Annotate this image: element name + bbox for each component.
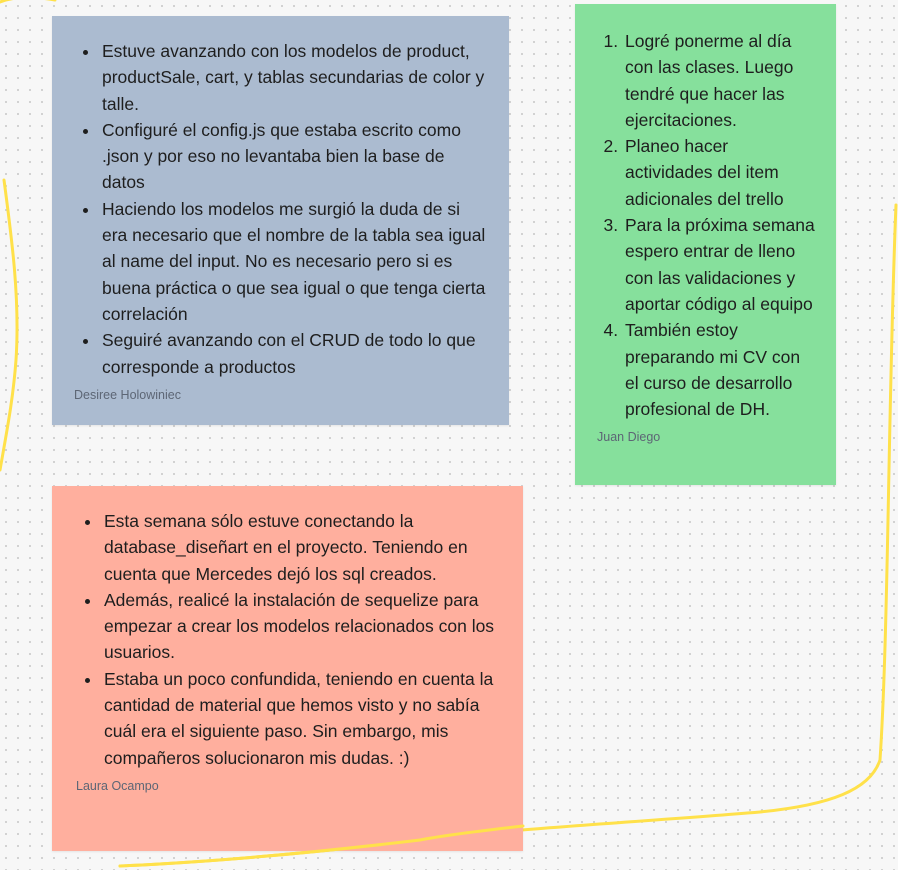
- sticky-note-desiree[interactable]: Estuve avanzando con los modelos de prod…: [52, 16, 509, 425]
- list-item: Seguiré avanzando con el CRUD de todo lo…: [100, 327, 487, 380]
- list-item: Estaba un poco confundida, teniendo en c…: [102, 666, 503, 771]
- marker-stroke-left: [0, 178, 19, 472]
- marker-stroke-top-left: [0, 0, 57, 4]
- list-item: Para la próxima semana espero entrar de …: [623, 212, 816, 317]
- list-item: Esta semana sólo estuve conectando la da…: [102, 508, 503, 587]
- sticky-note-laura[interactable]: Esta semana sólo estuve conectando la da…: [52, 486, 523, 851]
- sticky-note-juan-diego[interactable]: Logré ponerme al día con las clases. Lue…: [575, 4, 836, 485]
- bullet-list: Esta semana sólo estuve conectando la da…: [76, 508, 503, 771]
- list-item: Logré ponerme al día con las clases. Lue…: [623, 28, 816, 133]
- bullet-list: Estuve avanzando con los modelos de prod…: [74, 38, 487, 380]
- list-item: Estuve avanzando con los modelos de prod…: [100, 38, 487, 117]
- note-author: Laura Ocampo: [76, 778, 159, 793]
- list-item: Además, realicé la instalación de sequel…: [102, 587, 503, 666]
- list-item: También estoy preparando mi CV con el cu…: [623, 317, 816, 422]
- numbered-list: Logré ponerme al día con las clases. Lue…: [597, 28, 816, 422]
- list-item: Haciendo los modelos me surgió la duda d…: [100, 196, 487, 327]
- note-author: Juan Diego: [597, 430, 661, 445]
- note-author: Desiree Holowiniec: [74, 387, 181, 402]
- list-item: Planeo hacer actividades del item adicio…: [623, 133, 816, 212]
- list-item: Configuré el config.js que estaba escrit…: [100, 117, 487, 196]
